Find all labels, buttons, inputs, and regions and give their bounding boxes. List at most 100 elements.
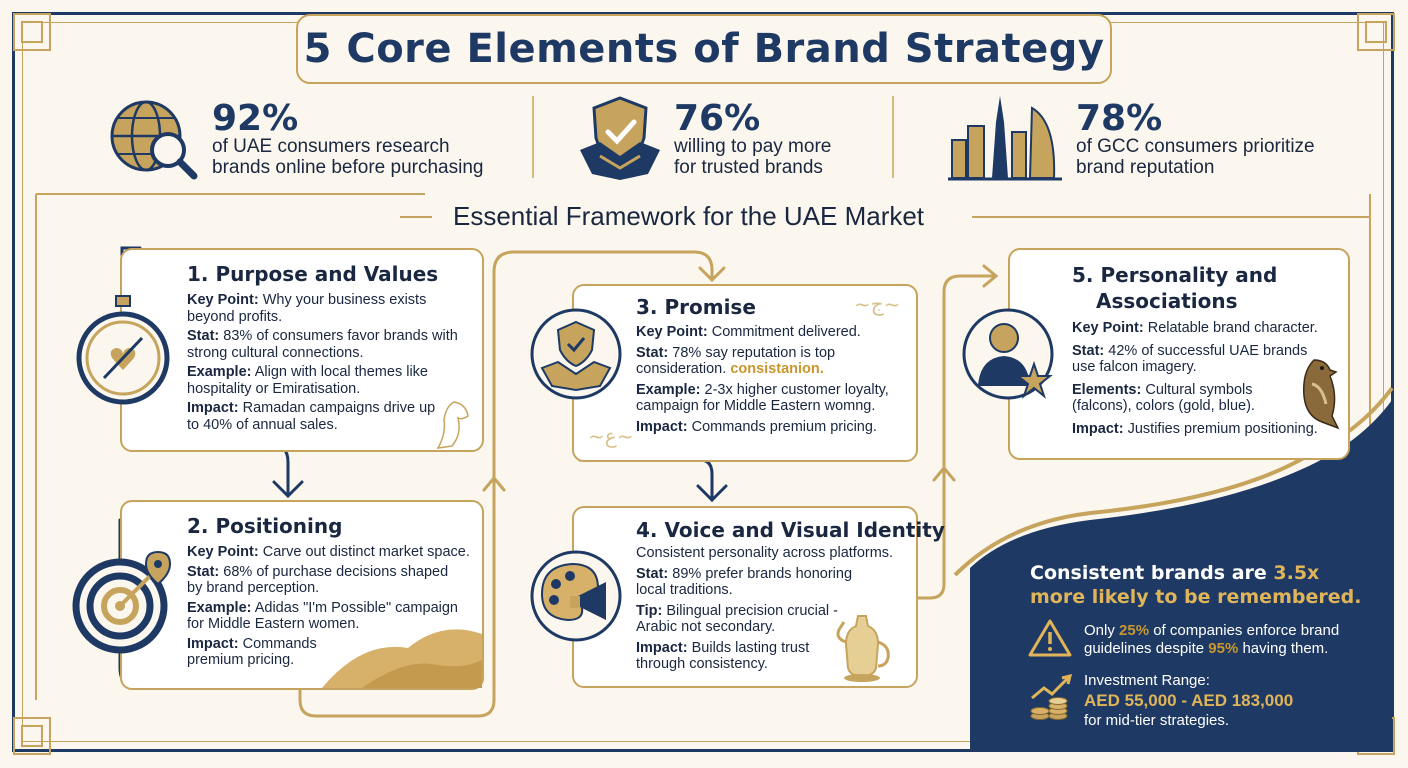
card-5-title-line-1: 5. Personality and xyxy=(1072,263,1278,287)
card-1-kp-line-1: Why your business exists xyxy=(262,292,427,308)
stat-3-value: 78% xyxy=(1076,98,1163,139)
panel-warning-part-2: of companies enforce brand xyxy=(1149,622,1340,639)
stat-1-value: 92% xyxy=(212,98,299,139)
card-2-stat-line-1: 68% of purchase decisions shaped xyxy=(223,563,449,580)
card-positioning xyxy=(120,500,484,690)
panel-headline: Consistent brands are 3.5x more likely t… xyxy=(1030,561,1361,609)
globe-search-icon xyxy=(110,100,198,180)
panel-warning-part-3: guidelines despite xyxy=(1084,640,1209,657)
card-4-title: 4. Voice and Visual Identity xyxy=(636,518,945,542)
card-5-body: Key Point: Relatable brand character. St… xyxy=(1072,320,1342,437)
falcon-icon xyxy=(1302,359,1340,430)
falcon-ornament-icon xyxy=(436,401,469,449)
stat-3-line-1: of GCC consumers prioritize xyxy=(1076,136,1315,157)
card-personality-associations xyxy=(1008,248,1350,460)
card-3-ex-line-1: 2-3x higher customer loyalty, xyxy=(704,381,889,398)
warning-icon xyxy=(1028,619,1072,657)
card-2-ex-line-1: Adidas "I'm Possible" campaign xyxy=(254,599,458,616)
card-1-kp-label: Key Point: xyxy=(187,292,259,308)
stat-2-line-1: willing to pay more xyxy=(674,136,832,157)
card-3-kp-line-1: Commitment delivered. xyxy=(711,324,861,340)
outer-frame xyxy=(12,12,1394,752)
stat-1-line-1: of UAE consumers research xyxy=(212,136,450,157)
panel-warning-pct-2: 95% xyxy=(1208,640,1239,657)
card-1-ex-line-2: hospitality or Emiratisation. xyxy=(187,380,361,397)
panel-warning-text: Only 25% of companies enforce brand guid… xyxy=(1084,622,1339,658)
card-3-stat-label: Stat: xyxy=(636,344,669,361)
card-1-title: 1. Purpose and Values xyxy=(187,262,439,286)
card-3-body: Key Point: Commitment delivered. Stat: 7… xyxy=(636,324,910,435)
stat-1 xyxy=(106,94,200,191)
card-5-el-line-2: (falcons), colors (gold, blue). xyxy=(1072,398,1255,414)
card-4-stat-label: Stat: xyxy=(636,565,669,582)
card-4-intro: Consistent personality across platforms. xyxy=(636,545,894,561)
card-2-body: Key Point: Carve out distinct market spa… xyxy=(187,544,477,669)
card-2-imp-label: Impact: xyxy=(187,635,239,652)
title-banner: 5 Core Elements of Brand Strategy xyxy=(296,14,1112,84)
card-5-imp-line-1: Justifies premium positioning. xyxy=(1127,420,1318,437)
card-5-stat-label: Stat: xyxy=(1072,342,1105,359)
card-3-imp-line-1: Commands premium pricing. xyxy=(691,418,877,435)
stat-2-text: willing to pay more for trusted brands xyxy=(674,136,831,178)
card-1-body: Key Point: Why your business exists beyo… xyxy=(187,292,477,433)
dunes-icon xyxy=(322,629,482,688)
card-3-kp-label: Key Point: xyxy=(636,324,708,340)
card-promise: ~ج~ ~ع~ xyxy=(572,284,918,462)
shield-handshake-icon xyxy=(580,96,660,180)
card-2-kp-label: Key Point: xyxy=(187,544,259,560)
card-3-imp-label: Impact: xyxy=(636,418,688,435)
card-1-stat-label: Stat: xyxy=(187,328,220,344)
coins-growth-icon xyxy=(1030,674,1073,720)
card-4-stat-line-2: local traditions. xyxy=(636,582,733,598)
subtitle: Essential Framework for the UAE Market xyxy=(453,201,925,231)
stat-1-text: of UAE consumers research brands online … xyxy=(212,136,483,178)
stat-3-line-2: brand reputation xyxy=(1076,157,1215,178)
card-1-stat-line-2: strong cultural connections. xyxy=(187,344,364,361)
card-4-imp-label: Impact: xyxy=(636,639,688,656)
panel-investment-note: for mid-tier strategies. xyxy=(1084,712,1230,729)
card-3-ex-line-2: campaign for Middle Eastern womng. xyxy=(636,398,876,414)
card-5-stat-line-1: 42% of successful UAE brands xyxy=(1108,342,1308,359)
card-5-stat-line-2: use falcon imagery. xyxy=(1072,359,1197,375)
card-1-imp-label: Impact: xyxy=(187,400,239,416)
card-2-ex-line-2: for Middle Eastern women. xyxy=(187,616,360,632)
card-2-imp-line-2: premium pricing. xyxy=(187,652,295,668)
card-3-stat-line-1: 78% say reputation is top xyxy=(672,344,836,361)
card-2-stat-line-2: by brand perception. xyxy=(187,580,320,596)
card-5-el-line-1: Cultural symbols xyxy=(1145,381,1253,398)
card-4-stat-line-1: 89% prefer brands honoring xyxy=(672,565,853,582)
card-1-imp-line-2: to 40% of annual sales. xyxy=(187,416,338,433)
card-4-tip-line-1: Bilingual precision crucial - xyxy=(666,602,839,619)
stat-2-value: 76% xyxy=(674,98,761,139)
skyline-icon xyxy=(948,96,1062,181)
calligraphy-ornament-2-icon: ~ع~ xyxy=(588,424,634,448)
card-4-tip-label: Tip: xyxy=(636,602,663,619)
card-4-tip-line-2: Arabic not secondary. xyxy=(636,619,776,635)
card-2-stat-label: Stat: xyxy=(187,563,220,580)
stat-3-text: of GCC consumers prioritize brand reputa… xyxy=(1076,136,1315,178)
card-5-title: 5. Personality and Associations xyxy=(1072,262,1277,314)
card-1-ex-label: Example: xyxy=(187,364,252,380)
card-5-el-label: Elements: xyxy=(1072,381,1142,398)
card-3-stat-line-2: consideration. xyxy=(636,361,727,377)
page-title: 5 Core Elements of Brand Strategy xyxy=(303,26,1105,72)
panel-investment-label: Investment Range: xyxy=(1084,672,1210,689)
panel-headline-multiplier: 3.5x xyxy=(1273,562,1320,584)
card-4-imp-line-1: Builds lasting trust xyxy=(691,639,810,656)
target-icon xyxy=(72,550,172,654)
card-5-title-line-2: Associations xyxy=(1096,289,1238,313)
card-3-stat-highlight: consistanion. xyxy=(730,361,824,377)
card-2-title: 2. Positioning xyxy=(187,514,343,538)
card-2-imp-line-1: Commands xyxy=(242,635,317,652)
card-1-ex-line-1: Align with local themes like xyxy=(254,364,428,380)
card-purpose-values xyxy=(120,248,484,452)
card-1-stat-line-1: 83% of consumers favor brands with xyxy=(223,328,458,344)
dallah-coffee-pot-icon xyxy=(836,615,890,682)
stat-1-line-2: brands online before purchasing xyxy=(212,157,484,178)
card-2-ex-label: Example: xyxy=(187,599,252,616)
calligraphy-ornament-icon: ~ج~ xyxy=(854,292,901,316)
card-2-kp-line-1: Carve out distinct market space. xyxy=(262,544,470,560)
stat-2-line-2: for trusted brands xyxy=(674,157,823,178)
compass-heart-icon xyxy=(76,295,170,405)
